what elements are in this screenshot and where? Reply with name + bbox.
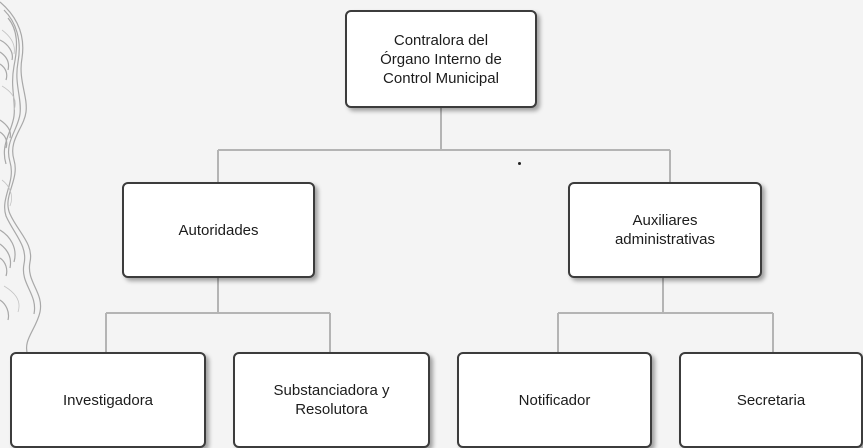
node-investigadora: Investigadora <box>10 352 206 448</box>
node-substanciadora-resolutora: Substanciadora y Resolutora <box>233 352 430 448</box>
node-secretaria: Secretaria <box>679 352 863 448</box>
node-notificador: Notificador <box>457 352 652 448</box>
node-autoridades: Autoridades <box>122 182 315 278</box>
stray-mark <box>518 162 521 165</box>
root-node-contralora: Contralora del Órgano Interno de Control… <box>345 10 537 108</box>
decorative-background-figure <box>0 1 42 357</box>
node-auxiliares-administrativas: Auxiliares administrativas <box>568 182 762 278</box>
